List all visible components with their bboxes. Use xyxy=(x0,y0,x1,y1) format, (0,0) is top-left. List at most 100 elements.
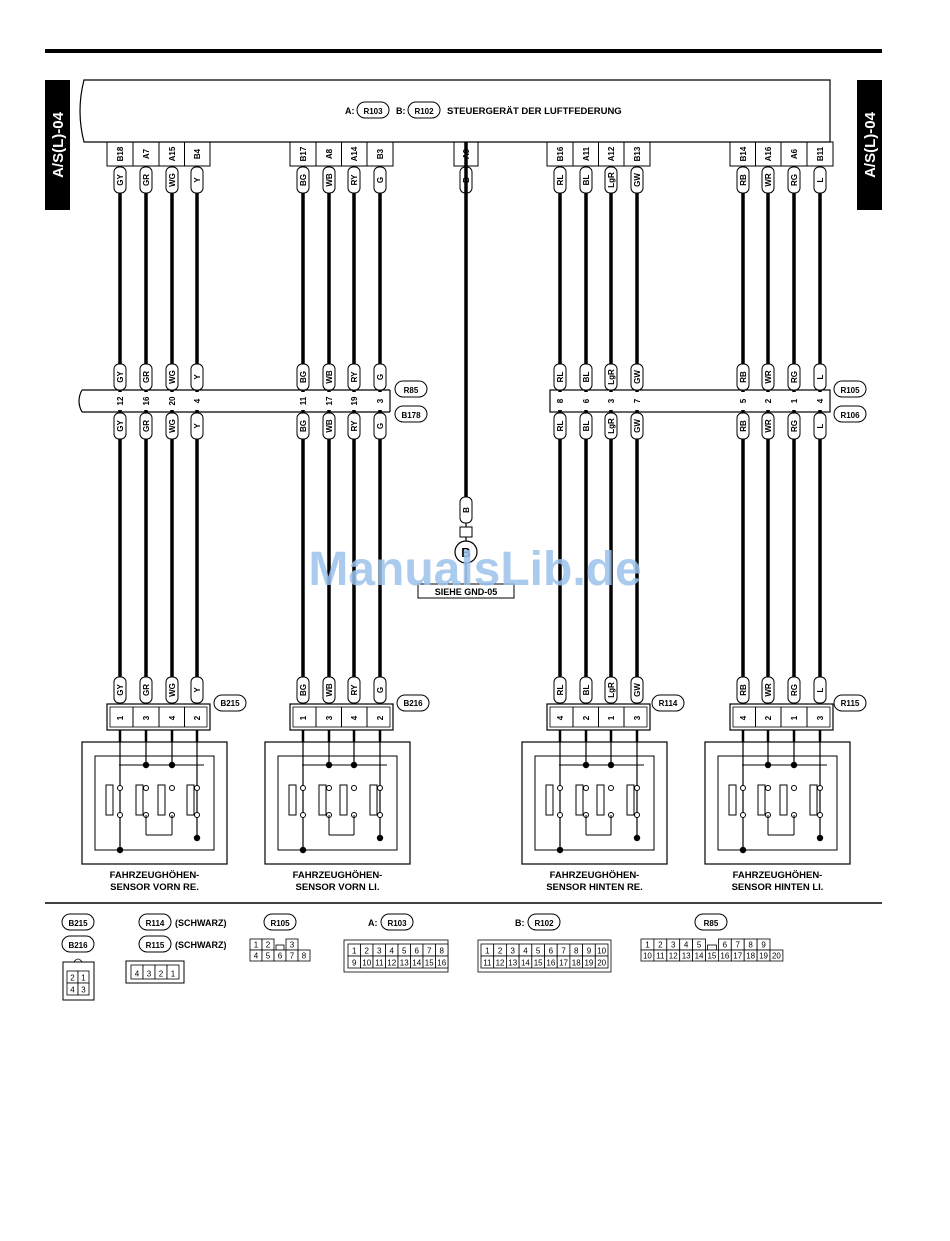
legend-housing-r102 xyxy=(477,939,612,973)
sensor-pin-label: 2 xyxy=(582,715,591,720)
legend-pin: 1 xyxy=(352,947,357,956)
legend-pin: 16 xyxy=(437,959,446,968)
legend-pin: 2 xyxy=(658,941,663,950)
legend-pin: 4 xyxy=(523,947,528,956)
legend-pin: 4 xyxy=(684,941,689,950)
legend-pin: 8 xyxy=(748,941,753,950)
sensor-pin-label: 4 xyxy=(168,715,177,720)
wire-color-label: GR xyxy=(142,420,151,432)
sensor-label-line1: FAHRZEUGHÖHEN- xyxy=(733,870,823,881)
splice-pin-label: 3 xyxy=(376,398,385,403)
legend-r115: R115 xyxy=(146,941,165,950)
wire-color-label: GY xyxy=(116,420,125,432)
legend-r85: R85 xyxy=(704,919,719,928)
sensor-label-line2: SENSOR HINTEN LI. xyxy=(732,882,824,893)
splice-connector-r106: R106 xyxy=(840,411,860,420)
ground-symbol-letter: B xyxy=(461,545,470,560)
page-tab-right: A/S(L)-04 xyxy=(857,80,882,210)
wire-color-label: BG xyxy=(299,684,308,696)
legend-pin: 3 xyxy=(671,941,676,950)
legend-pin: 1 xyxy=(485,947,490,956)
ecu-pin-label: A8 xyxy=(325,148,334,159)
splice-pin-label: 17 xyxy=(325,396,334,405)
splice-pin-label: 8 xyxy=(556,398,565,403)
legend-pin: 2 xyxy=(498,947,503,956)
ecu-pin-label: A6 xyxy=(790,148,799,159)
sensor-pin-label: 1 xyxy=(790,715,799,720)
legend-r103: R103 xyxy=(387,919,407,928)
wire-color-label: BL xyxy=(582,421,591,432)
legend-r114-note: (SCHWARZ) xyxy=(175,918,227,928)
legend-pin: 14 xyxy=(521,959,530,968)
legend-r102: R102 xyxy=(534,919,554,928)
legend-pin: 2 xyxy=(365,947,370,956)
wire-color-label: G xyxy=(376,423,385,429)
sensor-connector-tag: R114 xyxy=(659,699,678,708)
legend-pin: 17 xyxy=(733,952,742,961)
legend-pin: 6 xyxy=(415,947,420,956)
sensor-pin-label: 1 xyxy=(116,715,125,720)
sensor-label-line1: FAHRZEUGHÖHEN- xyxy=(550,870,640,881)
ecu-pin-label: B14 xyxy=(739,146,748,161)
sensor-pin-label: 4 xyxy=(350,715,359,720)
legend-pin: 12 xyxy=(496,959,505,968)
legend-pin: 4 xyxy=(70,986,75,995)
sensor-connector-tag: B216 xyxy=(403,699,423,708)
legend-pin: 7 xyxy=(290,952,295,961)
watermark: ManualsLib.de xyxy=(308,543,641,596)
legend-pin: 15 xyxy=(425,959,434,968)
splice-pin-label: 2 xyxy=(764,398,773,403)
legend-r102-prefix: B: xyxy=(515,918,525,928)
splice-pin-label: 12 xyxy=(116,396,125,405)
legend-pin: 3 xyxy=(511,947,516,956)
legend-pin: 10 xyxy=(643,952,652,961)
ground-symbol: B B SIEHE GND-05 xyxy=(417,142,515,599)
wire-color-label: G xyxy=(376,687,385,693)
legend-pin: 6 xyxy=(723,941,728,950)
wire-color-label: GW xyxy=(633,370,642,384)
legend-pin: 2 xyxy=(70,974,75,983)
wire-color-label: WR xyxy=(764,370,773,384)
legend-pin: 11 xyxy=(375,959,384,968)
sensor-box xyxy=(704,741,851,865)
legend-r114: R114 xyxy=(146,919,165,928)
sensor-element xyxy=(626,784,635,816)
splice-pin-label: 6 xyxy=(582,398,591,403)
ecu-pin-label: A12 xyxy=(607,146,616,161)
legend-pin: 16 xyxy=(546,959,555,968)
wire-color-label: RB xyxy=(739,420,748,432)
sensor-label-line2: SENSOR VORN LI. xyxy=(296,882,380,893)
sensor-pin-label: 3 xyxy=(633,715,642,720)
sensor-pin-label: 1 xyxy=(607,715,616,720)
legend-b216: B216 xyxy=(68,941,88,950)
legend-pin: 7 xyxy=(561,947,566,956)
splice-pin-label: 4 xyxy=(193,398,202,403)
sensor-group-b215: B18GYGY12GYGYA7GRGR16GRGRA15WGWG20WGWGB4… xyxy=(81,141,247,893)
legend-pin: 3 xyxy=(377,947,382,956)
wire-color-label: RY xyxy=(350,371,359,382)
wire-color-label: Y xyxy=(193,374,202,380)
legend-r103-prefix: A: xyxy=(368,918,378,928)
wire-color-label: WG xyxy=(168,419,177,433)
wire-color-label: BL xyxy=(582,685,591,696)
wire-color-label: WB xyxy=(325,683,334,697)
legend-pin: 15 xyxy=(534,959,543,968)
legend-pin: 2 xyxy=(266,941,271,950)
ecu-pin-label: A7 xyxy=(142,148,151,159)
sensor-group-b216: B17BGBG11BGBGA8WBWB17WBWBA14RYRY19RYRYB3… xyxy=(264,141,430,893)
legend-r105: R105 xyxy=(270,919,290,928)
splice-connector-r105: R105 xyxy=(840,386,860,395)
wire-color-label: GW xyxy=(633,173,642,187)
sensor-box xyxy=(264,741,411,865)
legend-pin: 14 xyxy=(412,959,421,968)
wire-color-label: L xyxy=(816,423,825,428)
sensor-label-line1: FAHRZEUGHÖHEN- xyxy=(110,870,200,881)
wire-color-label: Y xyxy=(193,177,202,183)
legend-pin: 17 xyxy=(559,959,568,968)
